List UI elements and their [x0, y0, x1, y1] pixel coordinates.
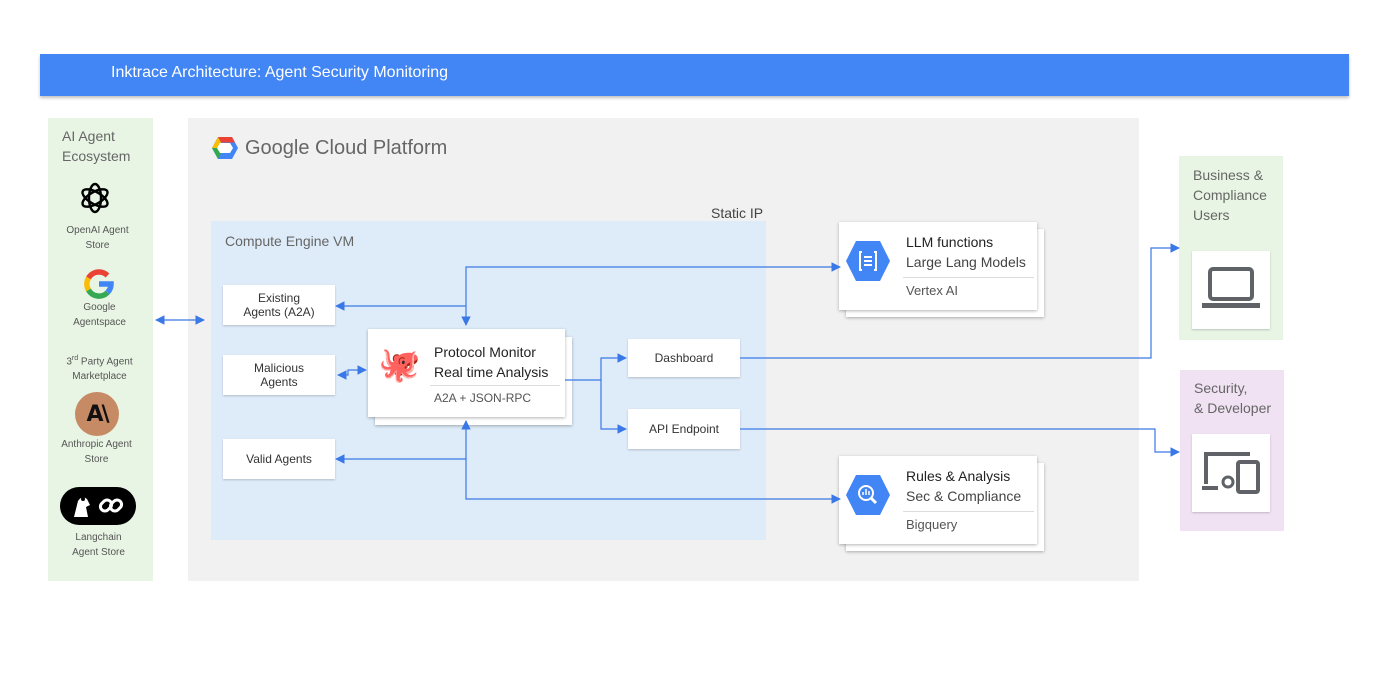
protocol-monitor-title: Protocol Monitor [434, 344, 536, 360]
laptop-box [1192, 251, 1270, 329]
monitor-rules-arrow [465, 459, 841, 504]
ecosystem-title-line1: AI Agent [62, 128, 115, 144]
valid-agents-box: Valid Agents [223, 439, 335, 479]
bigquery-icon [846, 475, 890, 515]
protocol-monitor-card: 🐙 Protocol Monitor Real time Analysis A2… [368, 329, 565, 417]
google-cloud-hexagon-icon [212, 137, 238, 159]
vertex-ai-label: Vertex AI [906, 283, 959, 298]
monitor-dashboard-arrow [565, 353, 627, 381]
protocol-monitor-footer: A2A + JSON-RPC [434, 391, 532, 405]
dashboard-business-arrow [740, 243, 1180, 359]
octopus-icon: 🐙 [378, 346, 421, 384]
langchain-logo-icon [60, 487, 136, 525]
openai-logo-icon [81, 182, 109, 214]
business-users-title: Business & Compliance Users [1193, 167, 1267, 223]
divider [903, 277, 1034, 278]
rules-analysis-card: Rules & Analysis Sec & Compliance Bigque… [839, 456, 1037, 544]
rules-analysis-title: Rules & Analysis [906, 468, 1011, 484]
protocol-monitor-subtitle: Real time Analysis [434, 364, 549, 380]
rules-analysis-subtitle: Sec & Compliance [906, 488, 1022, 504]
google-g-logo-icon [84, 269, 114, 299]
monitor-valid-arrow [335, 420, 471, 464]
laptop-icon [1202, 267, 1260, 308]
google-agentspace-label: Google Agentspace [73, 302, 126, 328]
devices-icon [1202, 452, 1260, 494]
openai-agent-store-label: OpenAI Agent Store [66, 225, 129, 251]
monitor-api-arrow [600, 380, 627, 434]
divider [903, 511, 1034, 512]
anthropic-agent-store-label: Anthropic Agent Store [61, 439, 132, 465]
static-ip-label: Static IP [711, 205, 764, 221]
vertex-ai-icon [846, 241, 890, 281]
divider [430, 385, 560, 386]
security-developer-title: Security, & Developer [1194, 380, 1272, 416]
ecosystem-title-line2: Ecosystem [62, 148, 131, 164]
malicious-monitor-arrow [337, 365, 367, 380]
title-bar [40, 54, 1349, 96]
api-security-arrow [740, 428, 1180, 457]
anthropic-logo-icon: A\ [75, 392, 119, 436]
api-endpoint-box: API Endpoint [628, 409, 740, 449]
compute-engine-vm-title: Compute Engine VM [225, 233, 355, 249]
langchain-agent-store-label: Langchain Agent Store [72, 532, 125, 558]
ecosystem-title: AI Agent Ecosystem [62, 126, 130, 166]
llm-functions-subtitle: Large Lang Models [906, 254, 1026, 270]
google-cloud-platform-logo: Google Cloud Platform [245, 137, 448, 159]
llm-functions-card: LLM functions Large Lang Models Vertex A… [839, 222, 1037, 310]
diagram-title: Inktrace Architecture: Agent Security Mo… [111, 64, 449, 81]
devices-box [1192, 434, 1270, 512]
dashboard-box: Dashboard [628, 339, 740, 377]
llm-functions-title: LLM functions [906, 234, 994, 250]
monitor-llm-arrow [461, 262, 841, 326]
third-party-marketplace-label: 3rd Party Agent Marketplace [66, 355, 133, 383]
bigquery-label: Bigquery [906, 517, 958, 532]
